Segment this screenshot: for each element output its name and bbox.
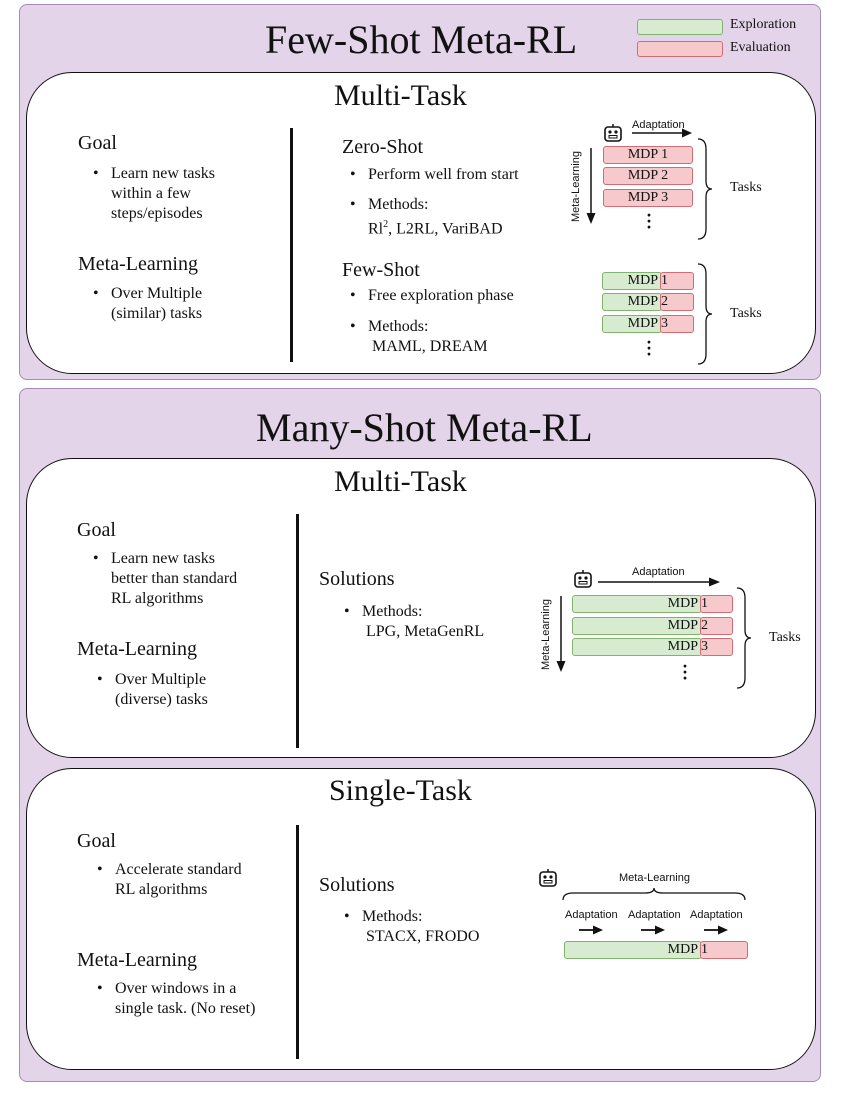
zero-shot-methods-rest: , L2RL, VariBAD [388,220,503,238]
single-goal-heading: Goal [77,830,116,852]
many-multi-mdp-2-label: MDP [667,618,698,633]
few-tasks-brace [697,263,713,365]
single-adaptation-arrow-2 [641,925,665,935]
few-shot-bullet-2: Methods: [350,317,429,337]
zero-mdp-1: MDP 1 [603,146,693,164]
single-divider [296,825,299,1059]
few-shot-divider [290,128,293,362]
few-mdp-3-label: MDP [627,316,658,331]
zero-ellipsis: ··· [646,205,653,237]
many-multi-tasks-brace [736,587,752,689]
many-multi-adaptation-label: Adaptation [632,566,685,578]
legend-evaluation-swatch [637,41,723,57]
many-multi-meta-learning-label: Meta-Learning [540,599,552,670]
many-multi-meta-learning-heading: Meta-Learning [77,638,197,660]
many-multi-goal-heading: Goal [77,519,116,541]
few-ellipsis: ··· [646,332,653,364]
many-shot-multi-task-title: Multi-Task [334,465,467,498]
many-multi-mdp-3-num: 3 [701,639,708,654]
zero-shot-methods-prefix: Rl [368,220,384,238]
single-robot-icon [539,869,557,887]
zero-tasks-label: Tasks [730,180,762,195]
few-shot-subheading: Few-Shot [342,259,420,281]
few-mdp-2-eval [660,293,694,311]
zero-meta-learning-label: Meta-Learning [570,151,582,222]
zero-shot-bullet-2: Methods: [350,195,429,215]
zero-tasks-brace [697,138,713,240]
many-multi-mdp-1-num: 1 [701,596,708,611]
many-multi-goal-bullet: Learn new tasks better than standard RL … [93,549,281,609]
single-mdp-eval [700,941,748,959]
many-multi-tasks-label: Tasks [769,630,801,645]
zero-shot-methods: Rl2, L2RL, VariBAD [368,215,503,239]
zero-shot-methods-sup: 2 [383,219,389,230]
single-meta-learning-brace [562,887,746,901]
single-adaptation-arrow-1 [579,925,603,935]
few-shot-bullet-1: Free exploration phase [350,286,514,306]
few-mdp-2-num: 2 [661,294,668,309]
single-meta-learning-heading: Meta-Learning [77,949,197,971]
many-multi-mdp-1-eval [700,595,733,613]
single-adaptation-2: Adaptation [628,909,681,921]
few-mdp-3-eval [660,315,694,333]
single-adaptation-1: Adaptation [565,909,618,921]
single-methods: STACX, FRODO [366,928,480,945]
many-multi-divider [296,514,299,748]
many-multi-ellipsis: ··· [682,656,689,688]
many-multi-mdp-3-eval [700,638,733,656]
single-task-title: Single-Task [329,774,472,807]
single-solutions-heading: Solutions [319,874,395,896]
many-multi-mdp-2-num: 2 [701,618,708,633]
few-shot-methods: MAML, DREAM [372,338,488,355]
many-multi-mdp-3-label: MDP [667,639,698,654]
few-shot-goal-heading: Goal [78,132,117,154]
many-multi-mdp-2-eval [700,617,733,635]
single-adaptation-arrow-3 [704,925,728,935]
many-multi-meta-learning-bullet: Over Multiple (diverse) tasks [97,670,285,710]
zero-mdp-3: MDP 3 [603,189,693,207]
single-mdp-num: 1 [701,942,708,957]
zero-mdp-2: MDP 2 [603,167,693,185]
few-mdp-1-eval [660,272,694,290]
many-multi-methods: LPG, MetaGenRL [366,623,485,640]
legend-exploration-label: Exploration [730,17,797,32]
zero-adaptation-arrow [632,128,692,138]
zero-shot-bullet-1: Perform well from start [350,165,519,185]
few-mdp-1-num: 1 [661,273,668,288]
few-tasks-label: Tasks [730,306,762,321]
many-shot-title: Many-Shot Meta-RL [256,405,593,450]
zero-meta-learning-arrow [586,148,596,224]
single-mdp-label: MDP [667,942,698,957]
few-mdp-1-label: MDP [627,273,658,288]
single-meta-learning-label: Meta-Learning [619,872,690,884]
few-shot-multi-task-title: Multi-Task [334,79,467,112]
single-goal-bullet: Accelerate standard RL algorithms [97,860,295,900]
many-multi-methods-label: Methods: [344,602,423,622]
single-methods-label: Methods: [344,907,423,927]
legend-exploration-swatch [637,19,723,35]
few-mdp-2-label: MDP [627,294,658,309]
many-multi-adaptation-arrow [598,577,720,587]
legend-evaluation-label: Evaluation [730,40,791,55]
many-multi-meta-learning-arrow [556,596,566,672]
few-shot-meta-learning-heading: Meta-Learning [78,253,198,275]
single-meta-learning-bullet: Over windows in a single task. (No reset… [97,979,295,1019]
zero-shot-heading: Zero-Shot [342,136,424,158]
many-multi-robot-icon [574,570,592,588]
few-mdp-3-num: 3 [661,316,668,331]
many-multi-mdp-1-label: MDP [667,596,698,611]
few-shot-goal-bullet: Learn new tasks within a few steps/episo… [93,164,281,224]
robot-icon [604,124,622,142]
single-adaptation-3: Adaptation [690,909,743,921]
few-shot-title: Few-Shot Meta-RL [265,17,578,62]
zero-adaptation-label: Adaptation [632,119,685,131]
few-shot-meta-learning-bullet: Over Multiple (similar) tasks [93,284,281,324]
many-multi-solutions-heading: Solutions [319,568,395,590]
